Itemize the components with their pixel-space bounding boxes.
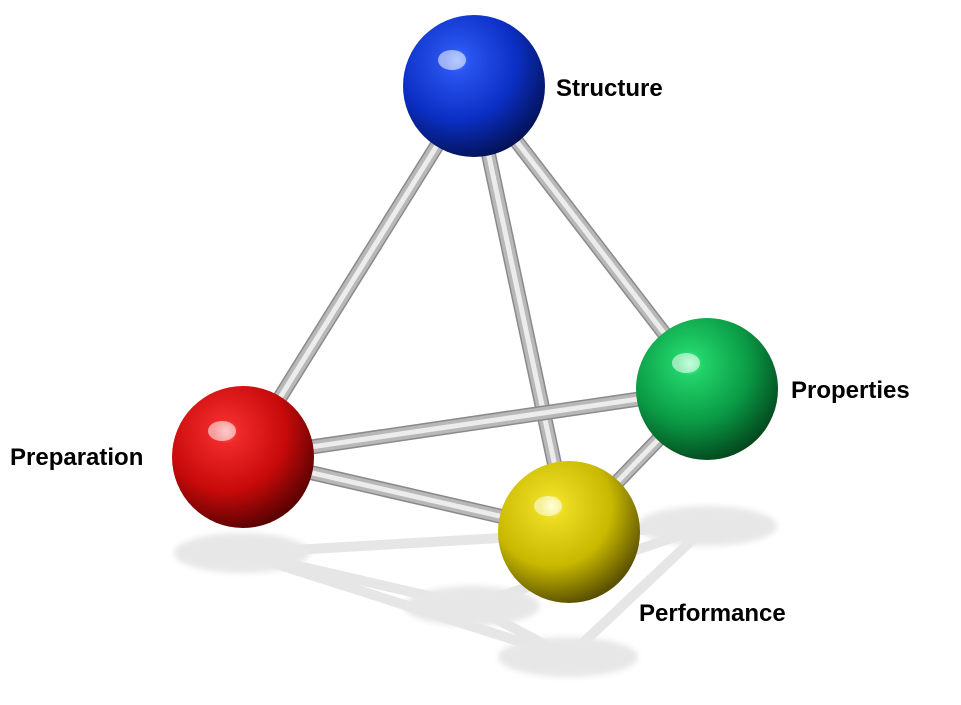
- sphere-properties: [636, 318, 778, 460]
- sphere-highlight: [534, 496, 562, 516]
- shadow-preparation: [174, 533, 310, 573]
- node-structure: Structure: [403, 15, 663, 157]
- label-structure: Structure: [556, 75, 663, 102]
- shadow-structure: [404, 586, 540, 626]
- node-properties: Properties: [636, 318, 910, 460]
- rod-structure-preparation-shade: [240, 83, 477, 460]
- shadow-performance: [498, 637, 638, 677]
- nodes: Structure Properties Preparation Perform…: [10, 15, 910, 627]
- node-performance: Performance: [498, 461, 786, 627]
- floor-shadows: [174, 506, 777, 677]
- label-preparation: Preparation: [10, 444, 143, 471]
- node-preparation: Preparation: [10, 386, 314, 528]
- sphere-highlight: [208, 421, 236, 441]
- shadow-rod-properties-performance: [563, 521, 712, 662]
- label-properties: Properties: [791, 377, 910, 404]
- sphere-highlight: [438, 50, 466, 70]
- shadow-properties: [637, 506, 777, 546]
- rod-structure-performance-shade: [471, 83, 572, 535]
- sphere-structure: [403, 15, 545, 157]
- sphere-preparation: [172, 386, 314, 528]
- rod-preparation-properties-shade: [240, 386, 710, 460]
- label-performance: Performance: [639, 600, 786, 627]
- sphere-performance: [498, 461, 640, 603]
- sphere-highlight: [672, 353, 700, 373]
